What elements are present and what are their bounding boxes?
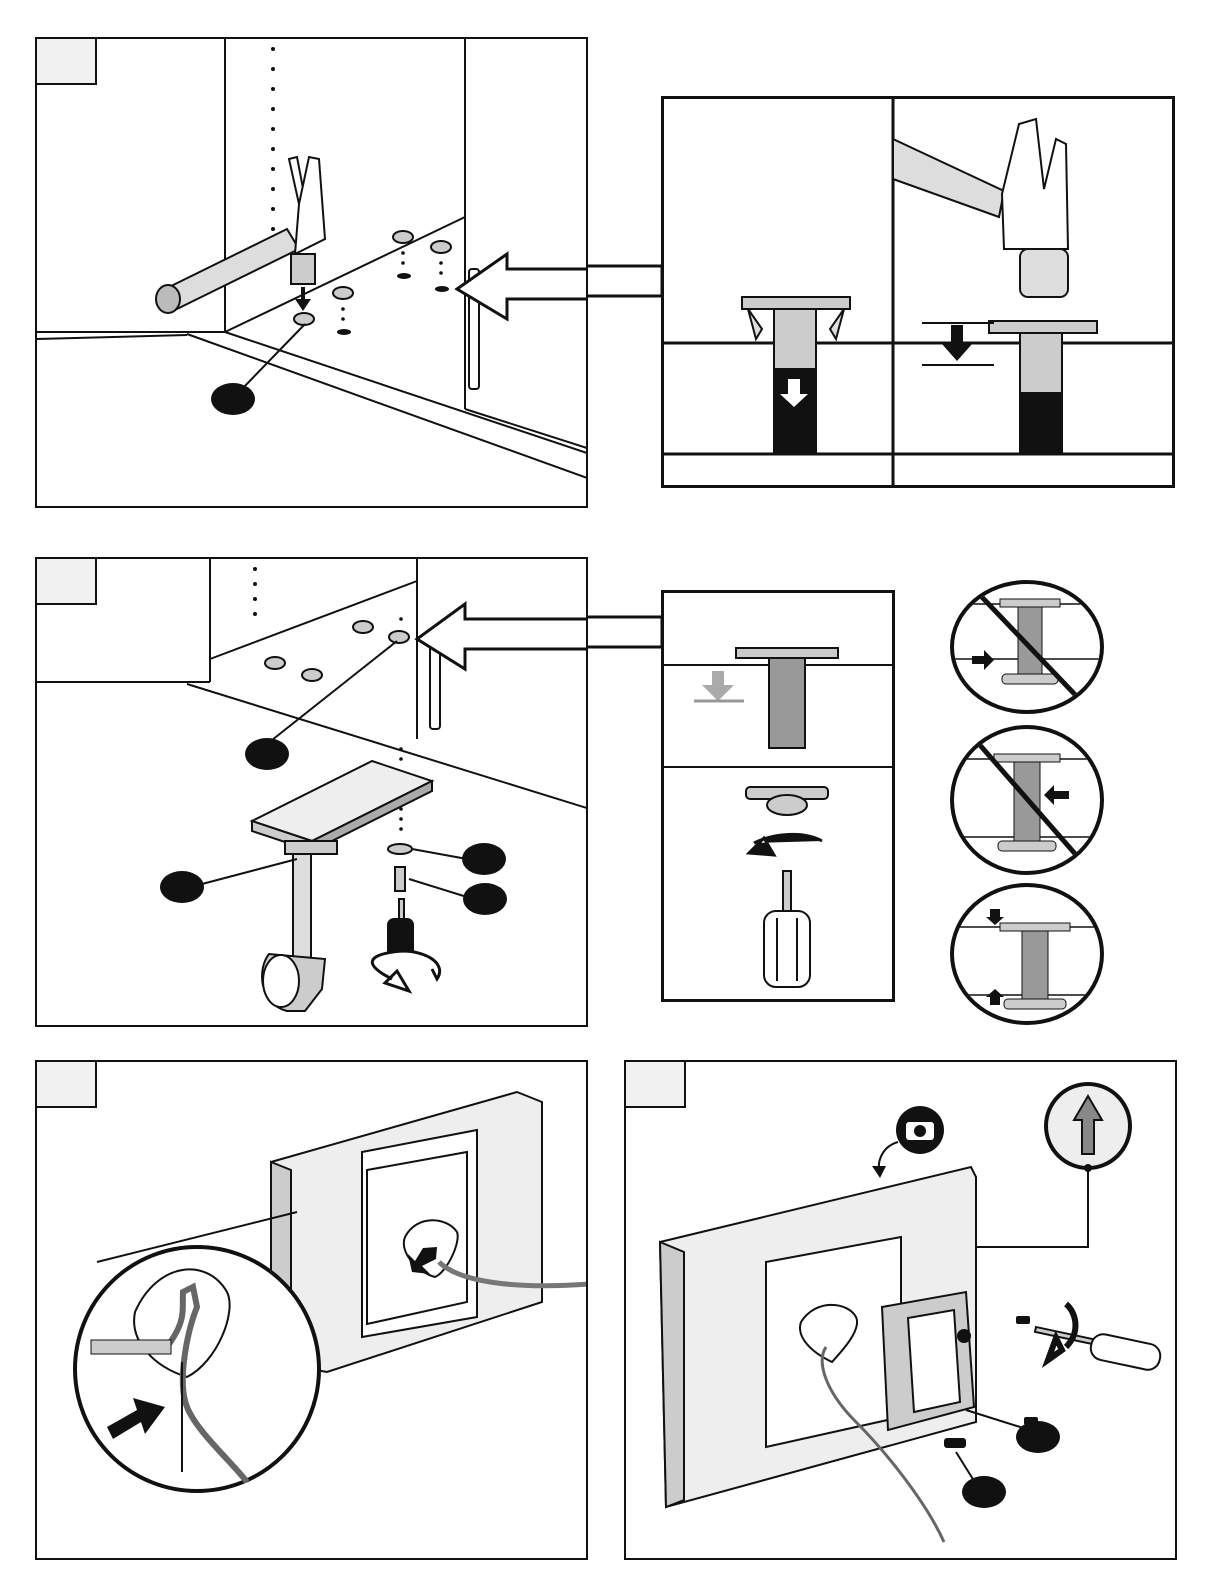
- screwdriver-icon: [388, 899, 413, 957]
- step-2-callout-3: [462, 843, 506, 875]
- prohibited-icon: [954, 584, 1104, 714]
- incorrect-example-1: [950, 580, 1104, 714]
- correct-installation-icon: [954, 887, 1104, 1025]
- prohibited-icon: [954, 729, 1104, 875]
- step-4-callout-2: [962, 1476, 1006, 1508]
- step-2-callout-2: [160, 871, 204, 903]
- camera-icon: [872, 1106, 944, 1178]
- rotate-arrow-icon: [372, 951, 439, 991]
- step-3-panel: [35, 1060, 588, 1560]
- screw: [395, 867, 405, 891]
- step-4-illustration: [626, 1062, 1177, 1560]
- vesa-bracket: [882, 1292, 974, 1430]
- step-2-callout-4: [463, 883, 507, 915]
- step-4-panel: [624, 1060, 1177, 1560]
- rotate-arrow-icon: [749, 834, 822, 855]
- step-2-callout-1: [245, 738, 289, 770]
- step-2-detail-illustration: [664, 593, 895, 1002]
- step-3-illustration: [37, 1062, 588, 1560]
- screwdriver-icon: [764, 871, 810, 987]
- correct-example: [950, 883, 1104, 1025]
- incorrect-example-2: [950, 725, 1104, 875]
- step-4-callout-1: [1016, 1421, 1060, 1453]
- washer: [388, 844, 412, 854]
- step-2-detail-box: [661, 590, 895, 1002]
